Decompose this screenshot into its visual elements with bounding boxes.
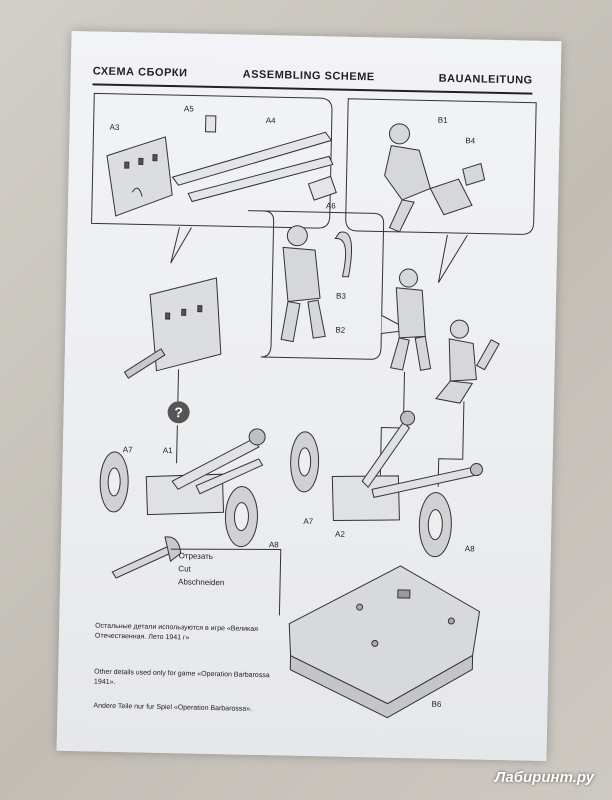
label-b4: B4 xyxy=(465,136,476,145)
knife-cut-illustration xyxy=(111,536,282,616)
label-a7-right: A7 xyxy=(303,517,314,526)
cut-label-de: Abschneiden xyxy=(177,577,225,588)
callout-pointer-right xyxy=(437,234,468,283)
gun-barrel-part-a4 xyxy=(171,115,337,203)
label-a8-right: A8 xyxy=(465,544,476,553)
label-b3: B3 xyxy=(336,292,347,301)
label-b1: B1 xyxy=(438,116,449,125)
callout-box-gun-parts xyxy=(91,92,333,229)
connector-line-figure-standing xyxy=(379,371,406,478)
label-b6: B6 xyxy=(431,700,442,709)
label-a4: A4 xyxy=(266,116,277,125)
gun-carriage-right xyxy=(290,410,483,558)
label-a6: A6 xyxy=(326,201,337,210)
label-a2: A2 xyxy=(335,530,346,539)
label-a7-left: A7 xyxy=(123,445,134,454)
label-a3: A3 xyxy=(109,123,120,132)
watermark-logo: Лабиринт.ру xyxy=(494,769,594,786)
soldier-figure-kneeling xyxy=(435,319,500,404)
callout-box-figure-parts xyxy=(345,98,537,235)
gun-carriage-left xyxy=(99,428,266,548)
soldier-figure-b1-b4 xyxy=(384,123,486,233)
note-russian: Остальные детали используются в игре «Ве… xyxy=(94,622,259,642)
callout-box-middle xyxy=(247,210,385,360)
gun-shield-detail xyxy=(123,277,222,379)
cut-label-ru: Отрезать xyxy=(178,551,214,562)
label-a5: A5 xyxy=(184,104,195,113)
cut-label-en: Cut xyxy=(178,564,191,574)
label-a8-left: A8 xyxy=(269,540,280,549)
note-english: Other details used only for game «Operat… xyxy=(93,668,270,687)
gun-shield-part-a3 xyxy=(106,136,173,217)
soldier-figure-standing xyxy=(389,268,432,371)
assembly-illustration: A3 A5 A4 A6 B1 B4 B3 B2 A7 A1 A8 A7 A2 A… xyxy=(91,92,537,719)
cut-instructions: Отрезать Cut Abschneiden xyxy=(178,549,225,589)
callout-pointer-left xyxy=(170,227,192,264)
terrain-base-b6 xyxy=(288,565,481,719)
label-b2: B2 xyxy=(335,326,346,335)
connector-line-question xyxy=(176,425,178,464)
soldier-figure-b2 xyxy=(280,225,352,343)
connector-line-figure-kneeling xyxy=(437,401,465,487)
connector-line-shield xyxy=(177,369,180,402)
label-a1: A1 xyxy=(163,446,174,455)
instruction-sheet: СХЕМА СБОРКИ ASSEMBLING SCHEME BAUANLEIT… xyxy=(56,30,562,762)
